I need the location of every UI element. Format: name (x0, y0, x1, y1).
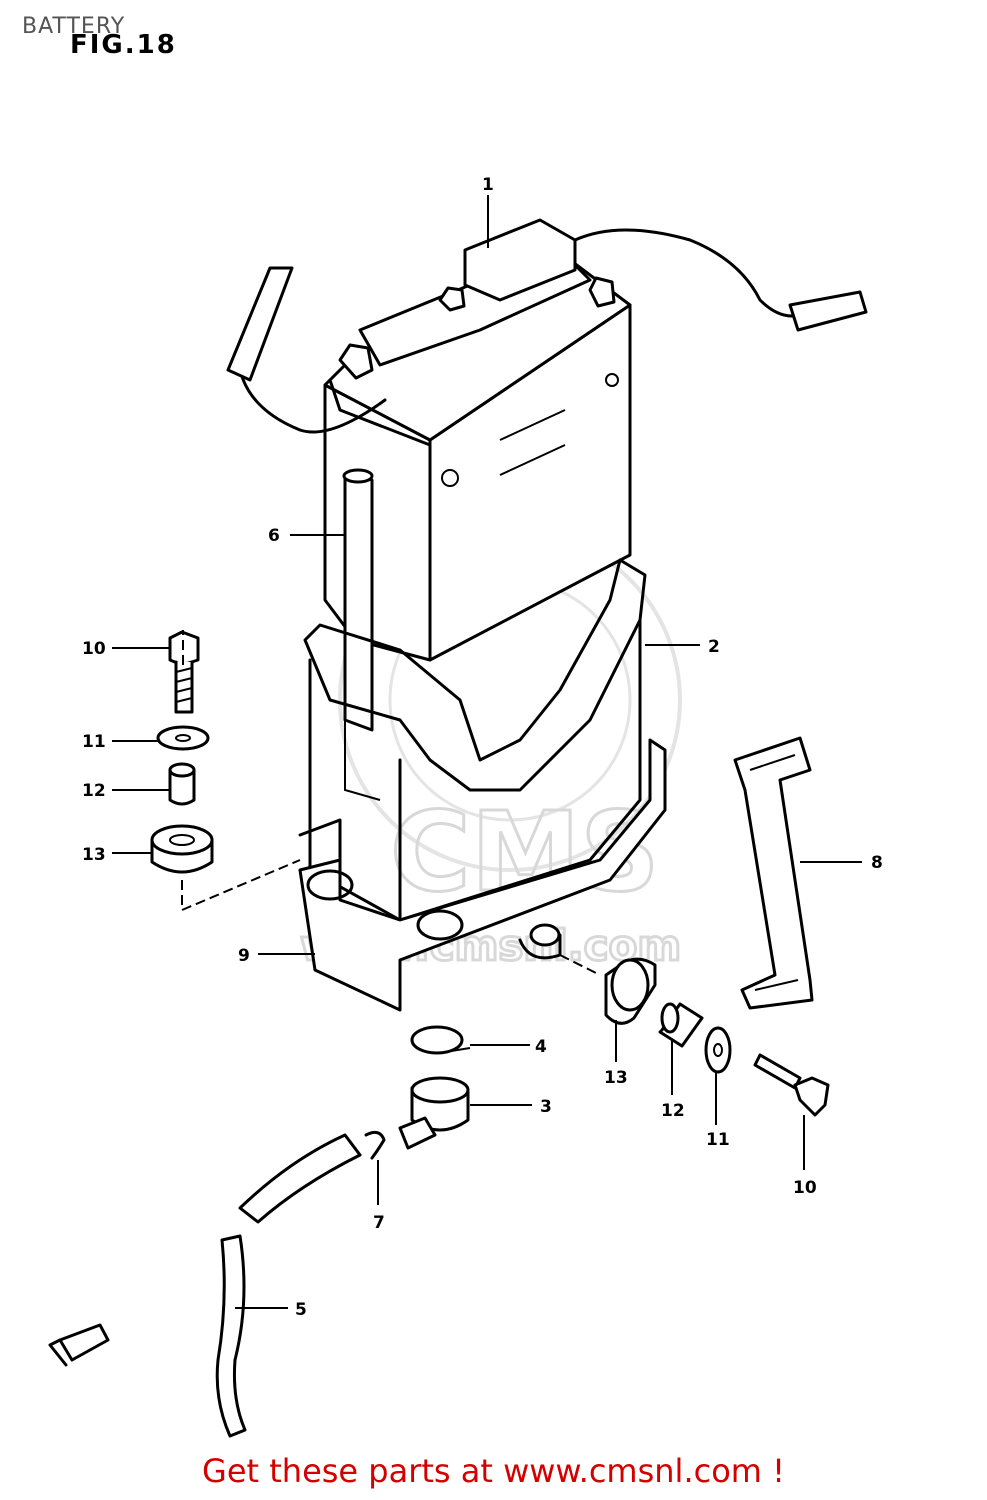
callout-1: 1 (482, 175, 494, 195)
battery-strap (733, 736, 814, 1010)
battery-tray (298, 738, 667, 1012)
figure-number: FIG.18 (70, 30, 177, 60)
callout-8: 8 (871, 853, 883, 873)
callout-7: 7 (373, 1213, 385, 1233)
page-title: BATTERY (22, 14, 126, 39)
callouts: 1 2 3 4 5 6 7 8 9 10 11 12 13 13 12 11 1… (82, 175, 883, 1320)
callout-10-left: 10 (82, 639, 106, 659)
parts-link[interactable]: Get these parts at www.cmsnl.com ! (202, 1452, 785, 1490)
callout-11-right: 11 (706, 1130, 730, 1150)
left-hardware (150, 630, 301, 912)
battery (226, 218, 868, 662)
callout-4: 4 (535, 1037, 547, 1057)
callout-12-left: 12 (82, 781, 106, 801)
front-arrow-icon (48, 1323, 110, 1367)
leader-lines (112, 195, 862, 1309)
callout-13-left: 13 (82, 845, 106, 865)
callout-12-right: 12 (661, 1101, 685, 1121)
callout-6: 6 (268, 526, 280, 546)
callout-9: 9 (238, 946, 250, 966)
callout-2: 2 (708, 637, 720, 657)
callout-10-right: 10 (793, 1178, 817, 1198)
drain-parts (215, 1025, 471, 1438)
callout-13-right: 13 (604, 1068, 628, 1088)
callout-11-left: 11 (82, 732, 106, 752)
callout-3: 3 (540, 1097, 552, 1117)
right-hardware (559, 954, 830, 1117)
callout-5: 5 (295, 1300, 307, 1320)
breather-tube (342, 468, 374, 732)
